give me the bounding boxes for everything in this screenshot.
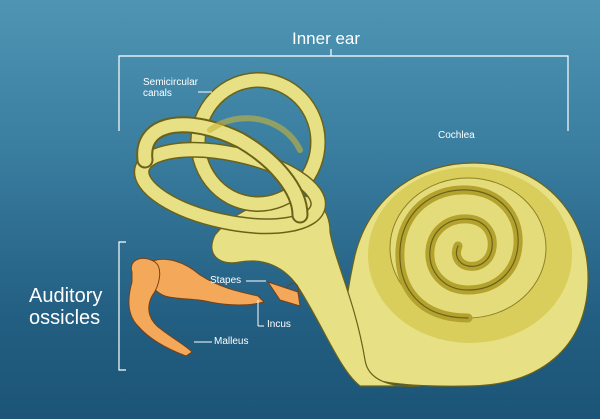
semicircular-canals-label: Semicircular canals <box>143 77 199 99</box>
malleus-label: Malleus <box>214 336 249 347</box>
stapes-label: Stapes <box>210 275 242 286</box>
cochlea-label: Cochlea <box>438 130 475 141</box>
malleus-bone <box>128 257 193 357</box>
stapes-bone <box>266 281 301 307</box>
incus-bone <box>145 258 265 306</box>
semicircular-canals-shape <box>133 72 327 235</box>
ossicles-bracket <box>118 241 126 371</box>
incus-label: Incus <box>267 319 291 330</box>
leader-lines <box>194 91 266 343</box>
cochlea-shape <box>343 162 589 387</box>
inner-ear-label: Inner ear <box>292 29 361 48</box>
auditory-ossicles-label: Auditory ossicles <box>29 285 103 329</box>
inner-ear-bracket <box>118 49 569 131</box>
